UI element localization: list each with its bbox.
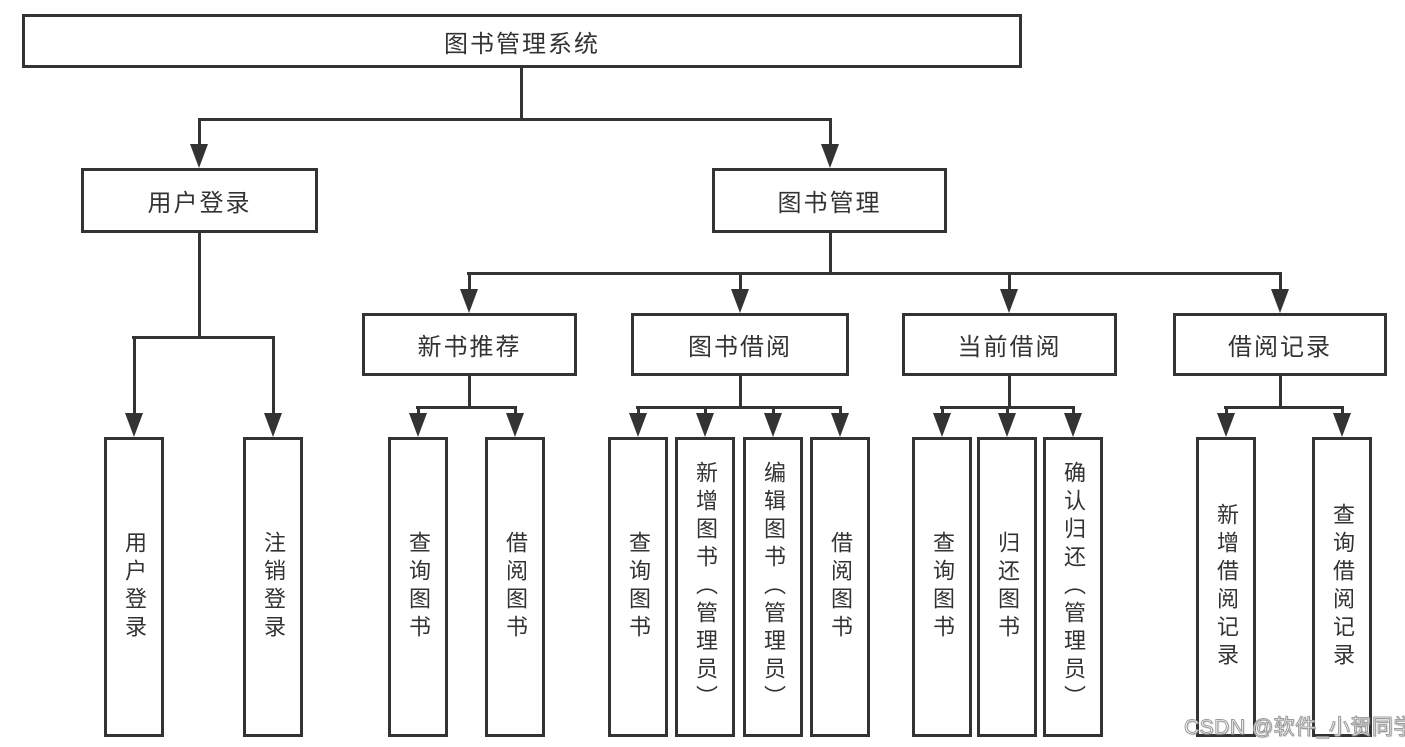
node-book-management: 图书管理 [712,168,947,233]
arrow-down-icon [264,413,282,437]
leaf-query-borrow-record-label: 查询借阅记录 [1330,503,1355,671]
connector-line [637,406,640,416]
arrow-down-icon [731,289,749,313]
leaf-add-book-admin: 新增图书（管理员） [675,437,735,737]
node-new-book-recommend-label: 新书推荐 [417,334,522,361]
connector-line [829,118,832,146]
connector-line [133,336,136,416]
arrow-down-icon [506,413,524,437]
connector-line [941,406,944,416]
node-user-login: 用户登录 [81,168,318,233]
arrow-down-icon [831,413,849,437]
connector-line [198,118,832,121]
arrow-down-icon [1333,413,1351,437]
node-book-borrow-label: 图书借阅 [688,334,792,361]
leaf-borrow-books-recommend: 借阅图书 [485,437,545,737]
connector-line [468,272,471,292]
leaf-borrow-books-recommend-label: 借阅图书 [503,531,528,643]
leaf-user-login: 用户登录 [104,437,164,737]
node-book-management-label: 图书管理 [777,190,882,217]
leaf-query-books-recommend-label: 查询图书 [406,531,431,643]
leaf-logout-label: 注销登录 [261,531,286,643]
connector-line [1279,272,1282,292]
arrow-down-icon [1217,413,1235,437]
connector-line [739,272,742,292]
connector-line [272,336,275,416]
arrow-down-icon [821,144,839,168]
connector-line [468,376,471,406]
connector-line [739,376,742,406]
connector-line [829,233,832,272]
connector-line [1224,406,1344,409]
leaf-borrow-books: 借阅图书 [810,437,870,737]
leaf-add-book-admin-label: 新增图书（管理员） [693,461,718,713]
connector-line [1279,376,1282,406]
arrow-down-icon [1271,289,1289,313]
node-library-system: 图书管理系统 [22,14,1022,68]
arrow-down-icon [629,413,647,437]
leaf-edit-book-admin: 编辑图书（管理员） [743,437,803,737]
leaf-query-books-current: 查询图书 [912,437,972,737]
connector-line [1006,406,1009,416]
connector-line [772,406,775,416]
leaf-confirm-return-admin-label: 确认归还（管理员） [1061,461,1086,713]
connector-line [514,406,517,416]
leaf-query-books-recommend: 查询图书 [388,437,448,737]
leaf-query-books-current-label: 查询图书 [930,531,955,643]
connector-line [1008,272,1011,292]
connector-line [132,336,275,339]
leaf-edit-book-admin-label: 编辑图书（管理员） [761,461,786,713]
connector-line [704,406,707,416]
leaf-user-login-label: 用户登录 [122,531,147,643]
node-new-book-recommend: 新书推荐 [362,313,577,376]
node-user-login-label: 用户登录 [147,190,252,217]
arrow-down-icon [460,289,478,313]
connector-line [520,68,523,118]
leaf-logout: 注销登录 [243,437,303,737]
leaf-add-borrow-record-label: 新增借阅记录 [1214,503,1239,671]
arrow-down-icon [998,413,1016,437]
node-book-borrow: 图书借阅 [631,313,849,376]
node-borrow-records-label: 借阅记录 [1228,334,1332,361]
csdn-watermark: CSDN @软件_小贺同学 [1184,716,1405,740]
connector-line [1072,406,1075,416]
connector-line [198,233,201,336]
arrow-down-icon [125,413,143,437]
arrow-down-icon [933,413,951,437]
leaf-return-book-label: 归还图书 [995,531,1020,643]
connector-line [1341,406,1344,416]
leaf-query-books-borrow: 查询图书 [608,437,668,737]
connector-line [1225,406,1228,416]
connector-line [839,406,842,416]
arrow-down-icon [1000,289,1018,313]
connector-line [1008,376,1011,406]
leaf-query-borrow-record: 查询借阅记录 [1312,437,1372,737]
node-borrow-records: 借阅记录 [1173,313,1387,376]
node-current-borrow: 当前借阅 [902,313,1117,376]
connector-line [417,406,420,416]
node-library-system-label: 图书管理系统 [444,30,600,58]
arrow-down-icon [190,144,208,168]
connector-line [467,272,1282,275]
leaf-return-book: 归还图书 [977,437,1037,737]
node-current-borrow-label: 当前借阅 [957,334,1062,361]
arrow-down-icon [764,413,782,437]
connector-line [198,118,201,146]
connector-line [416,406,517,409]
arrow-down-icon [409,413,427,437]
leaf-borrow-books-label: 借阅图书 [828,531,853,643]
arrow-down-icon [1064,413,1082,437]
arrow-down-icon [696,413,714,437]
leaf-confirm-return-admin: 确认归还（管理员） [1043,437,1103,737]
leaf-query-books-borrow-label: 查询图书 [626,531,651,643]
connector-line [636,406,842,409]
leaf-add-borrow-record: 新增借阅记录 [1196,437,1256,737]
